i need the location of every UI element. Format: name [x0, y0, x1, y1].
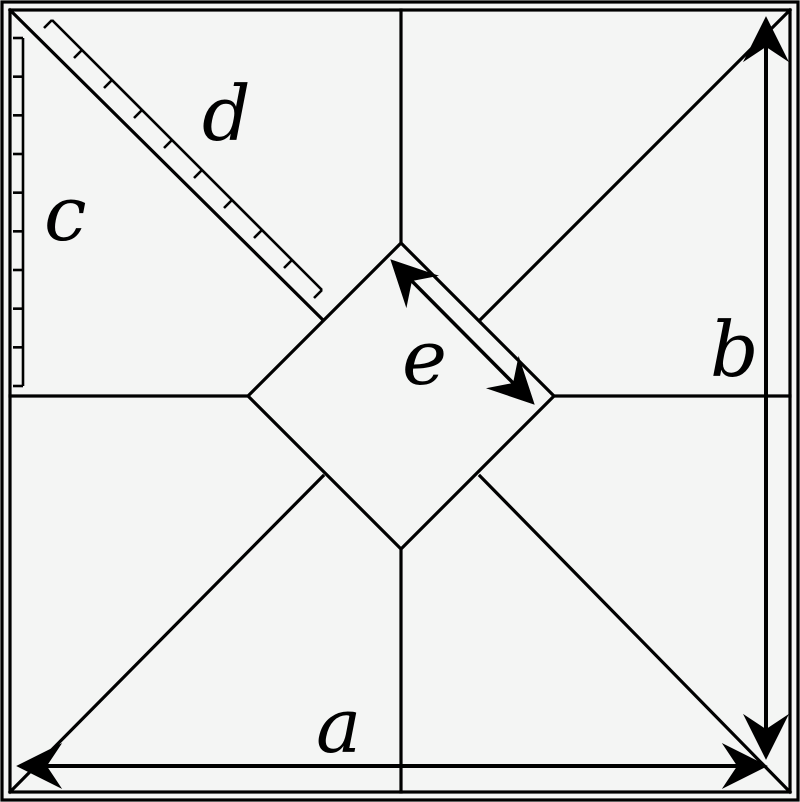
ruler-d-end-bottom — [313, 289, 323, 299]
diagonal-bottom-left — [7, 473, 326, 795]
diagonal-top-left — [7, 7, 326, 323]
ruler-d-end-top — [43, 19, 53, 29]
ruler-d-tick — [133, 109, 143, 119]
ruler-d-tick — [193, 169, 203, 179]
label-d: d — [202, 69, 251, 158]
ruler-d-tick — [253, 229, 263, 239]
ruler-d-tick — [223, 199, 233, 209]
dimension-arrow-e — [390, 259, 535, 405]
ruler-d-ticks — [73, 49, 293, 269]
label-b: b — [710, 305, 759, 394]
label-c: c — [44, 169, 87, 258]
label-e: e — [402, 313, 447, 402]
ruler-d-spine — [51, 19, 323, 291]
label-a: a — [316, 681, 361, 770]
ruler-d — [43, 19, 323, 299]
ruler-d-tick — [163, 139, 173, 149]
ruler-d-tick — [73, 49, 83, 59]
ruler-d-tick — [283, 259, 293, 269]
ruler-c — [13, 36, 25, 388]
ruler-c-ticks — [13, 75, 23, 349]
diagonal-bottom-right — [477, 473, 793, 795]
ruler-d-tick — [103, 79, 113, 89]
